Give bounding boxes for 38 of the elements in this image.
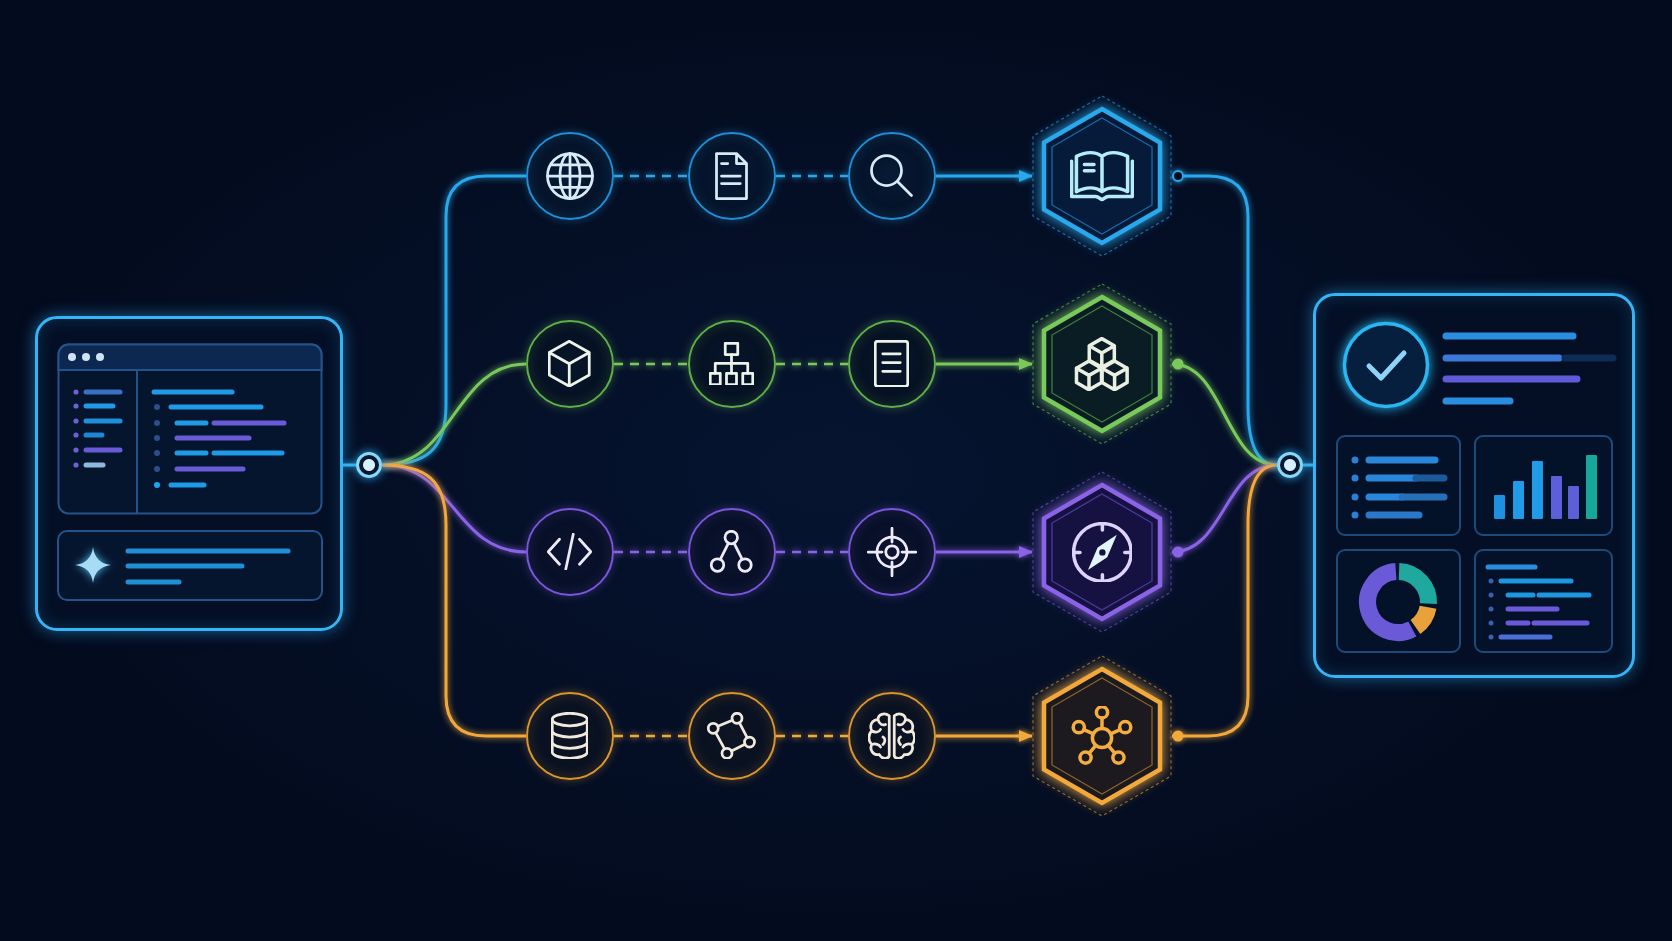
step-circle <box>848 320 936 408</box>
step-circle <box>688 508 776 596</box>
dotted-line <box>614 550 688 554</box>
step-circle <box>848 132 936 220</box>
dotted-line <box>776 174 848 178</box>
dotted-line <box>776 734 848 738</box>
connector-line <box>381 362 527 467</box>
connector-line <box>343 463 356 467</box>
connector-line <box>381 463 526 738</box>
dotted-line <box>776 362 848 366</box>
step-circle <box>848 692 936 780</box>
hexagon-badge <box>1032 283 1172 445</box>
step-circle <box>688 320 776 408</box>
hexagon-badge <box>1032 655 1172 817</box>
arrow <box>936 358 1033 370</box>
arrow <box>936 170 1033 182</box>
hexagon-badge <box>1032 95 1172 257</box>
arrow <box>936 546 1033 558</box>
junction-dot <box>356 452 382 478</box>
step-circle <box>526 692 614 780</box>
step-circle <box>526 508 614 596</box>
dotted-line <box>614 734 688 738</box>
dot-ended-line <box>1172 463 1278 742</box>
step-circle <box>688 692 776 780</box>
step-circle <box>848 508 936 596</box>
dotted-line <box>614 362 688 366</box>
step-circle <box>526 132 614 220</box>
editor-window-panel <box>35 316 343 631</box>
dot-ended-line <box>1171 359 1278 467</box>
junction-dot <box>1277 452 1303 478</box>
step-circle <box>526 320 614 408</box>
step-circle <box>688 132 776 220</box>
dashboard-panel <box>1313 293 1635 678</box>
hexagon-badge <box>1032 471 1172 633</box>
arrow <box>936 730 1033 742</box>
connector-line <box>1303 463 1313 467</box>
dotted-line <box>776 550 848 554</box>
dotted-line <box>614 174 688 178</box>
